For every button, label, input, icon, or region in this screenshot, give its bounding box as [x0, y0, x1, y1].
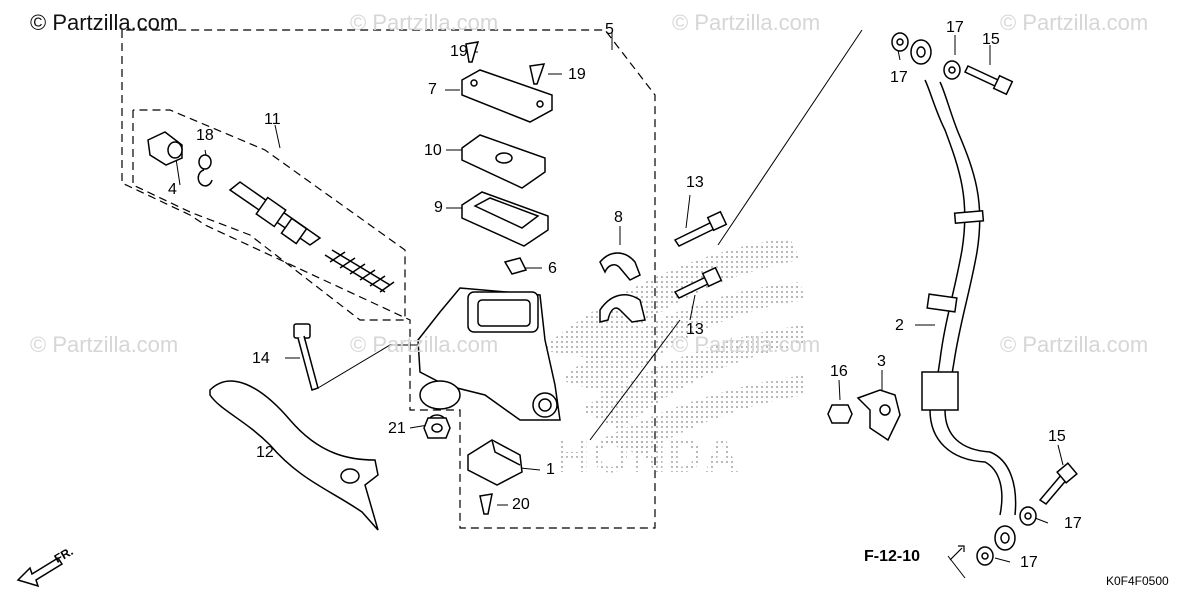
part-1-switch [467, 439, 523, 486]
part-13-bolts [673, 210, 728, 299]
callout-17: 17 [1020, 554, 1038, 571]
watermark: © Partzilla.com [30, 332, 179, 357]
callout-18: 18 [196, 127, 214, 144]
callout-21: 21 [388, 420, 406, 437]
callout-11: 11 [264, 111, 281, 128]
callout-2: 2 [895, 317, 904, 334]
watermark: © Partzilla.com [1000, 10, 1149, 35]
callout-20: 20 [512, 496, 530, 513]
callout-16: 16 [830, 363, 848, 380]
part-7-cap [461, 69, 553, 123]
part-11-piston-kit [228, 181, 395, 293]
part-master-cylinder [417, 287, 561, 436]
part-4-boot [147, 131, 183, 166]
part-9-diaphragm [461, 191, 549, 247]
part-20-screw [479, 493, 493, 515]
part-8-holder [599, 252, 646, 323]
part-10-plate [461, 134, 546, 189]
part-16-nut [827, 404, 853, 424]
watermark: © Partzilla.com [672, 10, 821, 35]
callout-6: 6 [548, 260, 557, 277]
part-15-bolts [963, 65, 1078, 505]
callout-1: 1 [546, 461, 555, 478]
part-6-float [503, 257, 528, 275]
callout-17: 17 [890, 69, 908, 86]
watermark: © Partzilla.com [672, 332, 821, 357]
honda-wing-logo: HONDA [540, 238, 805, 483]
callout-7: 7 [428, 81, 437, 98]
callout-15: 15 [982, 31, 1000, 48]
part-18-circlip [197, 154, 213, 187]
leader-lines [174, 29, 1064, 579]
callout-13: 13 [686, 174, 704, 191]
callout-14: 14 [252, 350, 270, 367]
callout-9: 9 [434, 199, 443, 216]
part-3-clamp [856, 389, 901, 442]
callout-12: 12 [256, 444, 274, 461]
ref-arrow-icon [949, 545, 965, 561]
callout-8: 8 [614, 209, 623, 226]
callout-4: 4 [168, 181, 177, 198]
callout-15: 15 [1048, 428, 1066, 445]
fr-arrow-icon [16, 556, 64, 588]
part-19-screws [465, 41, 546, 85]
group-boundaries [121, 29, 656, 529]
part-12-brake-lever [209, 380, 379, 531]
callout-19: 19 [450, 43, 468, 60]
callout-17: 17 [1064, 515, 1082, 532]
part-21-nut [423, 417, 451, 439]
watermark-main: © Partzilla.com [30, 10, 179, 35]
callout-5: 5 [605, 21, 614, 38]
callout-3: 3 [877, 353, 886, 370]
callout-17: 17 [946, 19, 964, 36]
part-17-washers [891, 32, 1037, 566]
part-14-pivot-bolt [293, 323, 319, 391]
part-2-brake-hose [910, 39, 1017, 551]
callout-10: 10 [424, 142, 442, 159]
callout-13: 13 [686, 321, 704, 338]
watermark: © Partzilla.com [1000, 332, 1149, 357]
watermark: © Partzilla.com [350, 332, 499, 357]
callout-19: 19 [568, 66, 586, 83]
diagram-code: K0F4F0500 [1106, 574, 1169, 588]
svg-text:HONDA: HONDA [555, 430, 741, 483]
reference-label: F-12-10 [864, 548, 921, 565]
watermark: © Partzilla.com [350, 10, 499, 35]
